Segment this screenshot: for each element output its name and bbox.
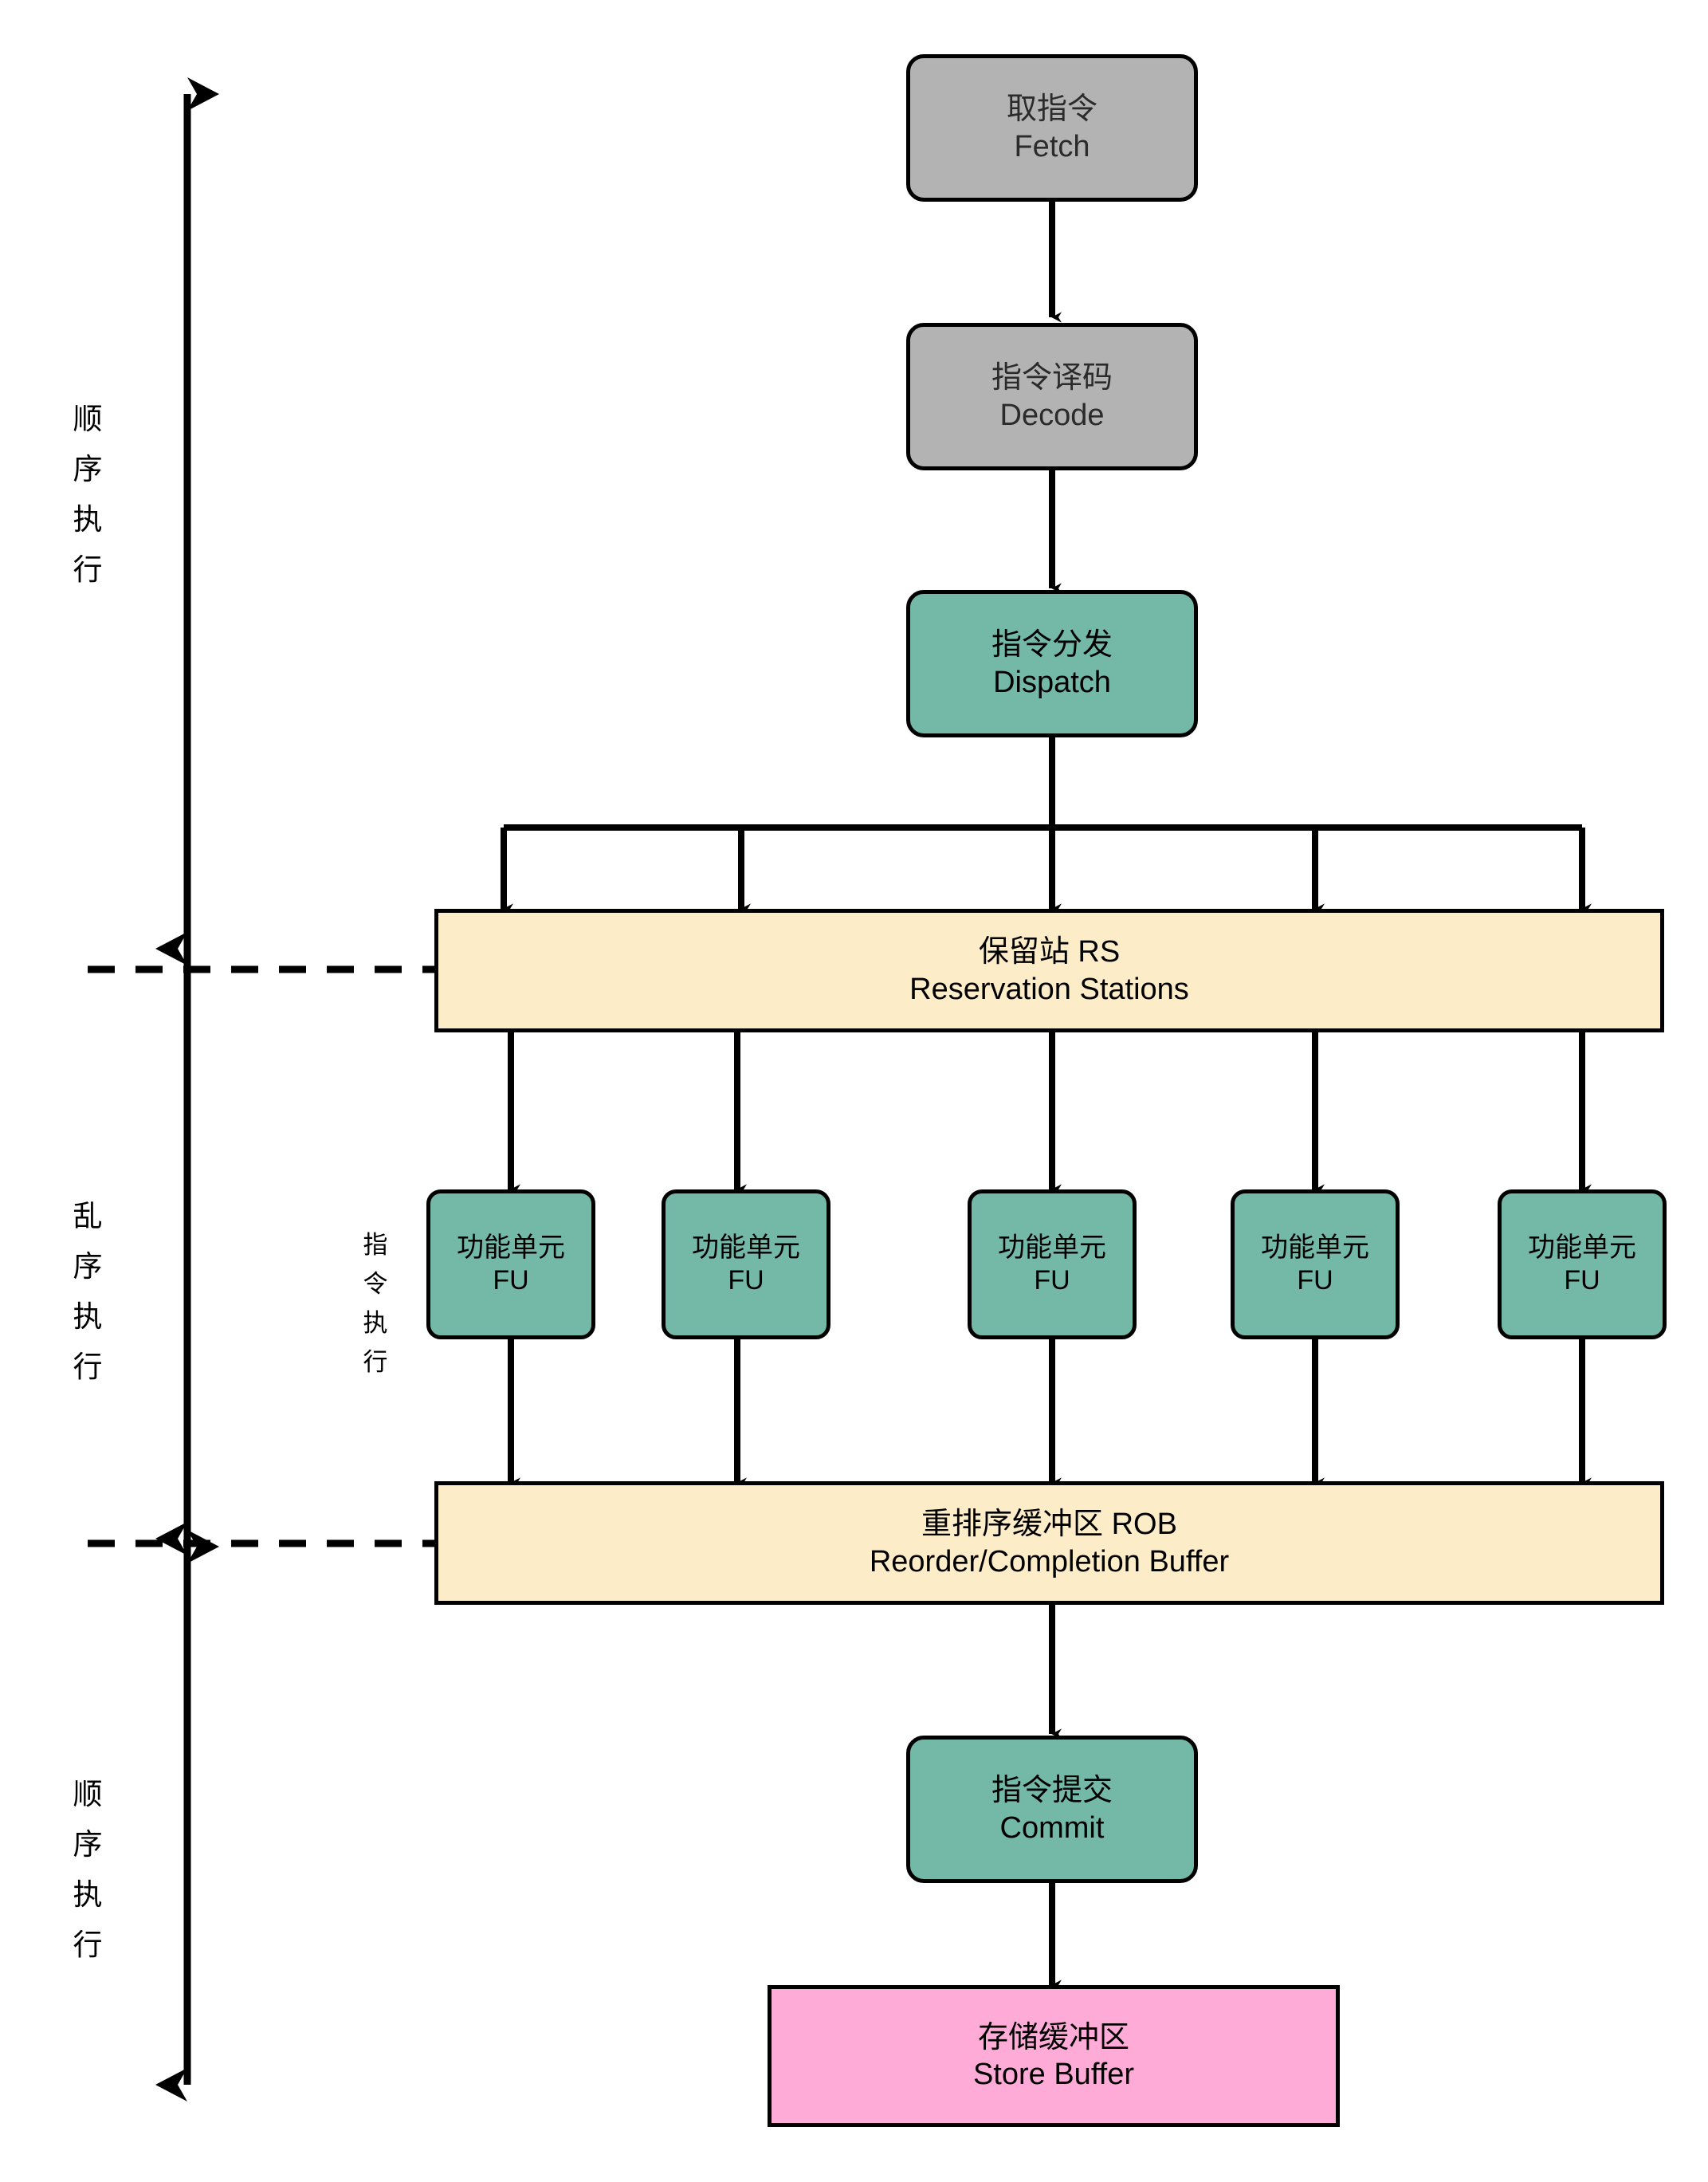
stage-decode-zh: 指令译码 (991, 361, 1113, 395)
buffer-store-en: Store Buffer (972, 2058, 1135, 2091)
stage-commit-zh: 指令提交 (991, 1774, 1113, 1808)
axis-label-in-order-front-text: 顺序执行 (73, 403, 103, 586)
stage-fetch[interactable]: 取指令 Fetch (906, 54, 1198, 202)
functional-unit-1[interactable]: 功能单元 FU (426, 1189, 595, 1339)
stage-fetch-zh: 取指令 (1006, 92, 1097, 127)
functional-unit-4-en: FU (1297, 1265, 1333, 1295)
functional-unit-5-en: FU (1564, 1265, 1600, 1295)
axis-label-out-of-order-text: 乱序执行 (73, 1200, 103, 1383)
functional-unit-2[interactable]: 功能单元 FU (662, 1189, 830, 1339)
stage-dispatch-zh: 指令分发 (991, 628, 1113, 662)
functional-unit-2-zh: 功能单元 (692, 1232, 800, 1263)
axis-label-in-order-back-text: 顺序执行 (73, 1778, 103, 1961)
functional-unit-3-zh: 功能单元 (998, 1232, 1106, 1263)
buffer-reservation-stations-en: Reservation Stations (909, 972, 1189, 1006)
axis-label-instruction-execution-text: 指令执行 (363, 1231, 388, 1376)
functional-unit-1-zh: 功能单元 (457, 1232, 565, 1263)
axis-label-in-order-back: 顺序执行 (44, 1718, 132, 2021)
stage-decode[interactable]: 指令译码 Decode (906, 323, 1198, 470)
buffer-reorder-rob-en: Reorder/Completion Buffer (869, 1544, 1230, 1579)
axis-label-out-of-order: 乱序执行 (44, 1140, 132, 1443)
stage-decode-en: Decode (999, 398, 1105, 432)
stage-commit-en: Commit (999, 1810, 1105, 1845)
edges-fu-to-rob (508, 1339, 1592, 1488)
stage-dispatch[interactable]: 指令分发 Dispatch (906, 590, 1198, 737)
buffer-reservation-stations[interactable]: 保留站 RS Reservation Stations (434, 909, 1664, 1032)
functional-unit-5-zh: 功能单元 (1528, 1232, 1636, 1263)
axis-label-in-order-front: 顺序执行 (44, 343, 132, 646)
functional-unit-3[interactable]: 功能单元 FU (968, 1189, 1137, 1339)
axis-label-instruction-execution: 指令执行 (339, 1180, 412, 1427)
buffer-reorder-rob[interactable]: 重排序缓冲区 ROB Reorder/Completion Buffer (434, 1481, 1664, 1605)
buffer-store-zh: 存储缓冲区 (977, 2020, 1129, 2054)
functional-unit-4[interactable]: 功能单元 FU (1231, 1189, 1400, 1339)
stage-dispatch-en: Dispatch (993, 665, 1111, 699)
stage-commit[interactable]: 指令提交 Commit (906, 1736, 1198, 1883)
edges-rs-to-fu (508, 1032, 1592, 1195)
edges-bus-to-rs (501, 828, 1592, 914)
functional-unit-4-zh: 功能单元 (1261, 1232, 1369, 1263)
functional-unit-1-en: FU (493, 1265, 529, 1295)
buffer-store[interactable]: 存储缓冲区 Store Buffer (768, 1985, 1340, 2127)
buffer-reorder-rob-zh: 重排序缓冲区 ROB (921, 1508, 1177, 1542)
functional-unit-3-en: FU (1034, 1265, 1070, 1295)
functional-unit-5[interactable]: 功能单元 FU (1498, 1189, 1667, 1339)
stage-fetch-en: Fetch (1014, 129, 1090, 163)
functional-unit-2-en: FU (728, 1265, 764, 1295)
buffer-reservation-stations-zh: 保留站 RS (978, 935, 1121, 969)
